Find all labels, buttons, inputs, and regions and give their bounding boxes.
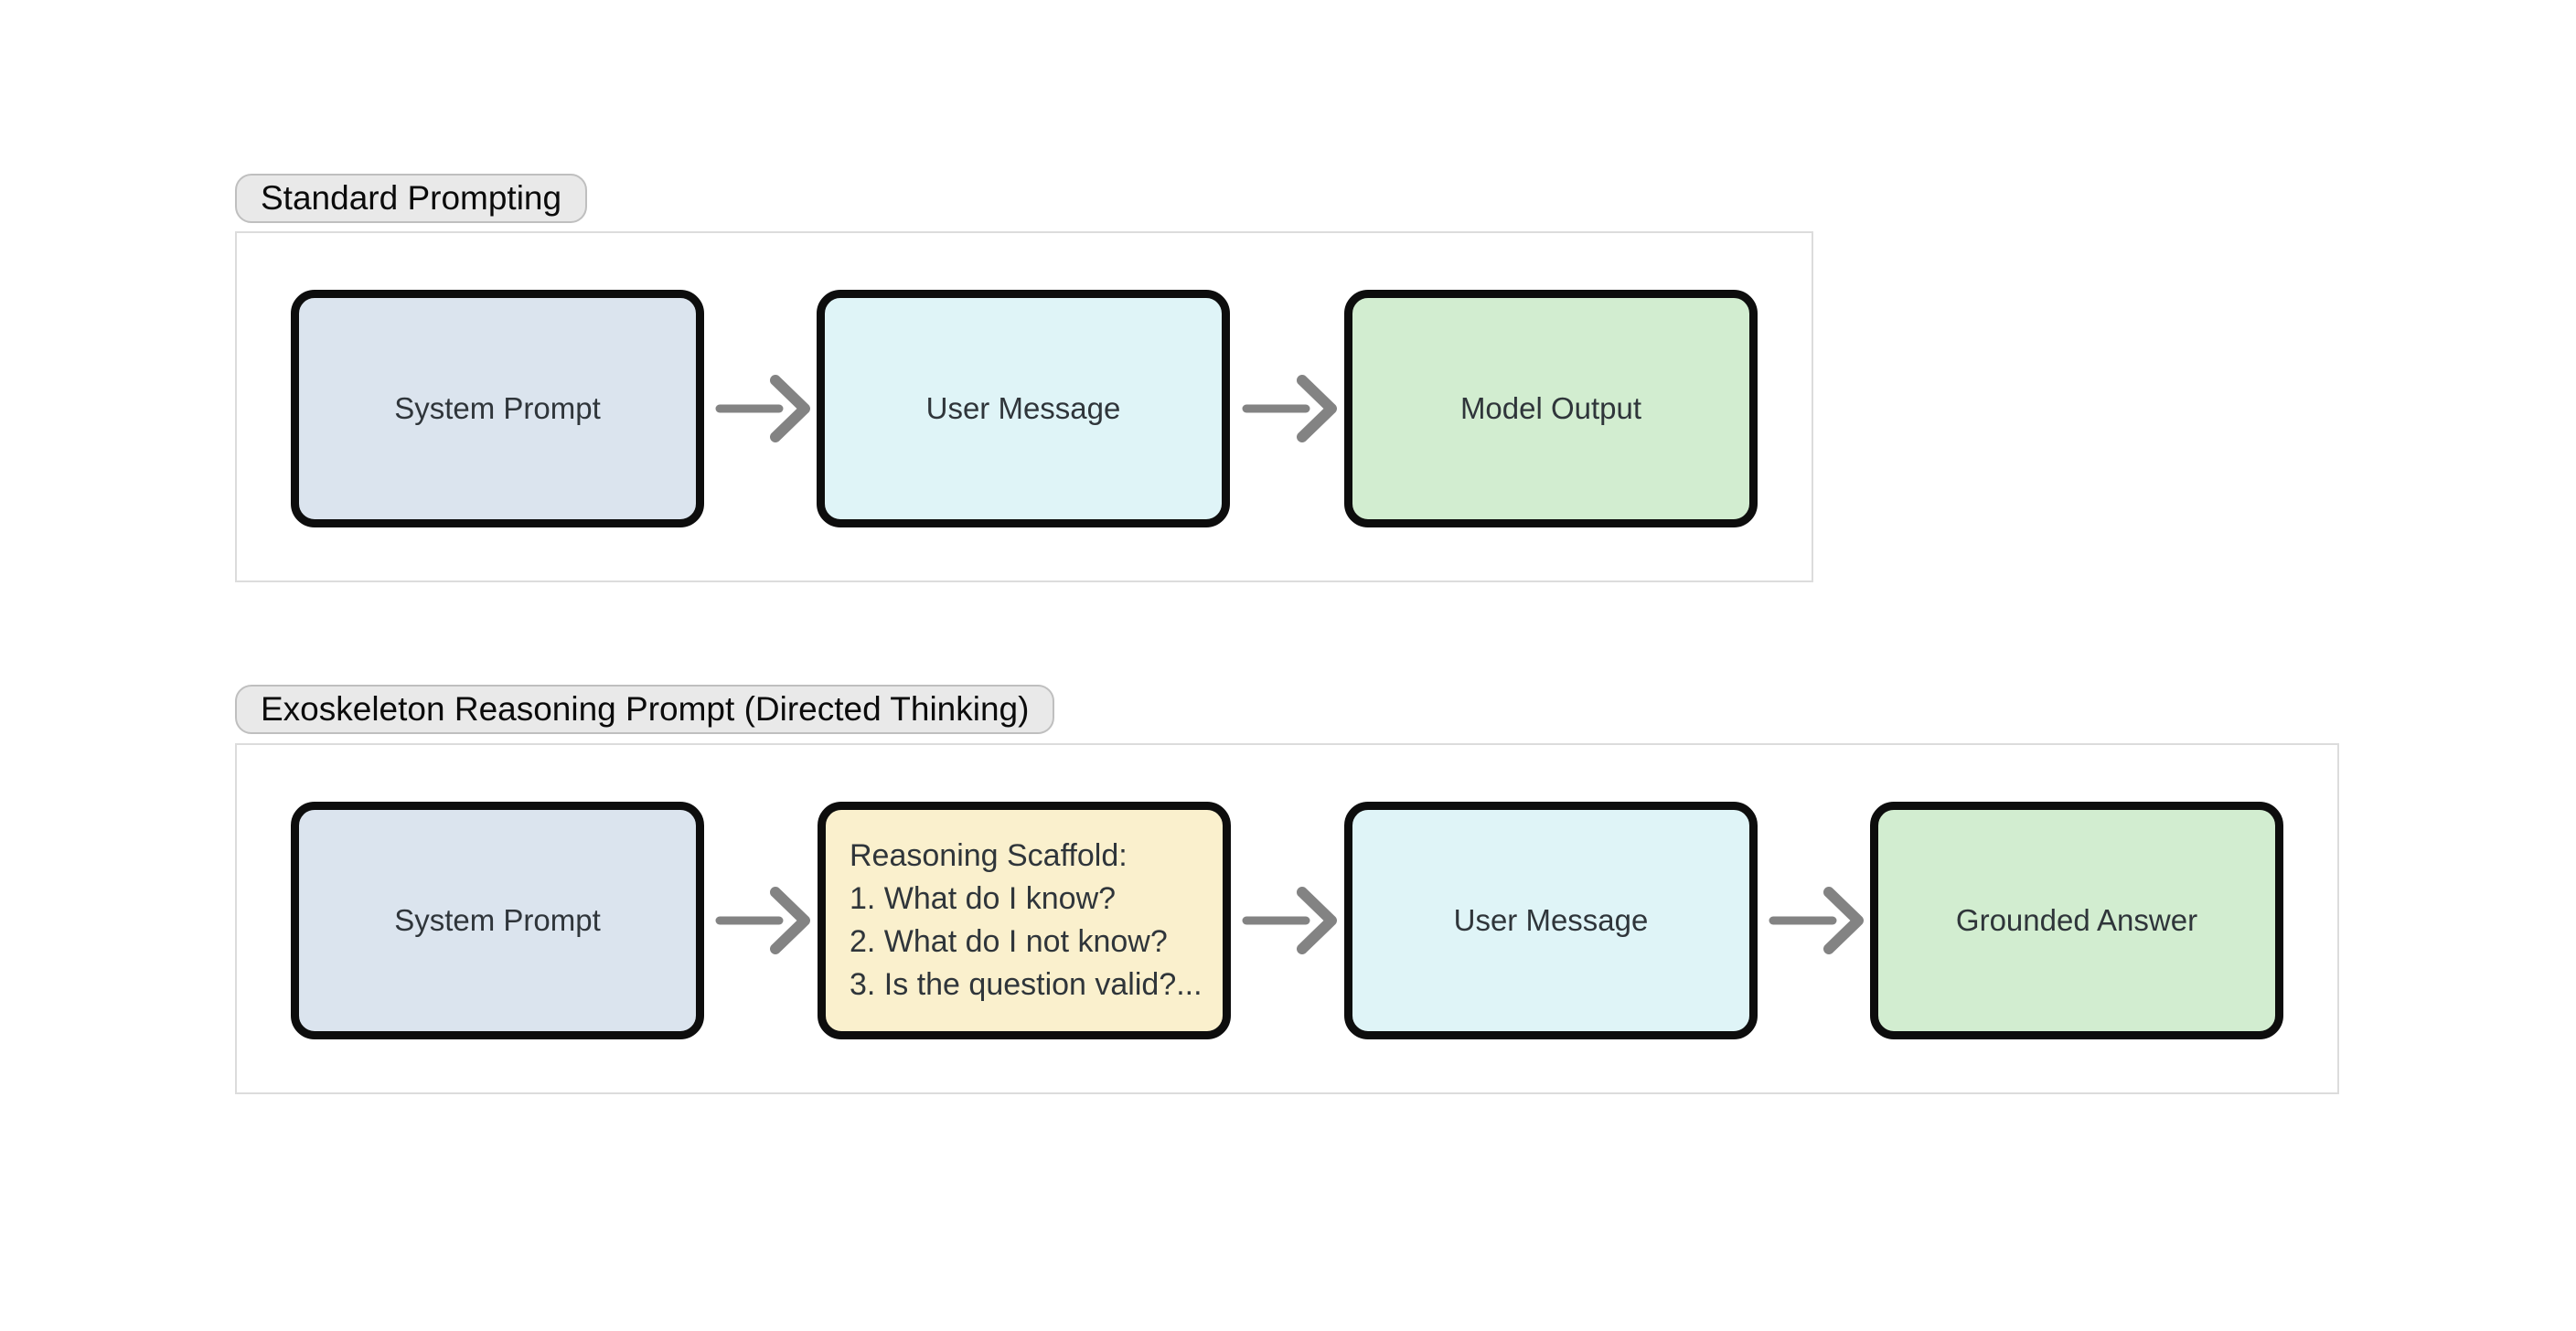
node-label: System Prompt	[394, 391, 601, 425]
node-label: Model Output	[1459, 391, 1642, 425]
node-label: User Message	[925, 391, 1121, 425]
scaffold-line-2: 1. What do I know?	[850, 881, 1117, 916]
node-multiline-label: Reasoning Scaffold: 1. What do I know? 2…	[850, 835, 1202, 1006]
node-grounded-answer: Grounded Answer	[1870, 802, 2283, 1039]
node-system-prompt-1: System Prompt	[291, 290, 704, 527]
section-label-exoskeleton-reasoning: Exoskeleton Reasoning Prompt (Directed T…	[235, 685, 1055, 734]
node-label: System Prompt	[394, 903, 601, 937]
scaffold-line-3: 2. What do I not know?	[850, 924, 1168, 959]
arrow-right-icon	[1242, 875, 1337, 966]
node-label: User Message	[1453, 903, 1649, 937]
node-model-output: Model Output	[1344, 290, 1758, 527]
scaffold-line-4: 3. Is the question valid?...	[850, 967, 1202, 1002]
section-label-standard-prompting: Standard Prompting	[235, 174, 588, 223]
arrow-right-icon	[715, 363, 810, 454]
node-label: Grounded Answer	[1955, 903, 2198, 937]
scaffold-line-1: Reasoning Scaffold:	[850, 838, 1128, 873]
arrow-right-icon	[1242, 363, 1337, 454]
node-user-message-1: User Message	[817, 290, 1230, 527]
arrow-right-icon	[1769, 875, 1864, 966]
node-user-message-2: User Message	[1344, 802, 1758, 1039]
node-system-prompt-2: System Prompt	[291, 802, 704, 1039]
arrow-right-icon	[715, 875, 810, 966]
node-reasoning-scaffold: Reasoning Scaffold: 1. What do I know? 2…	[818, 802, 1231, 1039]
